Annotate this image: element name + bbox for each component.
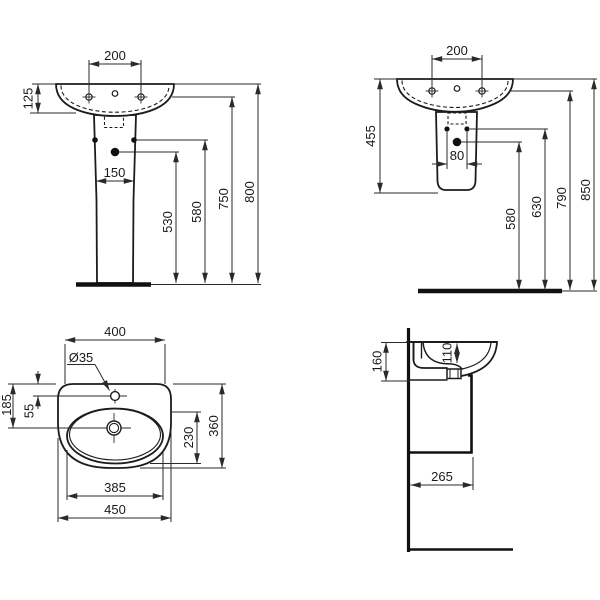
fixing-dot-right <box>131 137 137 143</box>
dim-label: 110 <box>440 343 455 364</box>
dim-wall-to-front: 265 <box>410 457 474 490</box>
dim-label: 80 <box>450 148 464 163</box>
dim-drain-dot-height: 530 <box>119 151 179 283</box>
dim-apron-height: 160 <box>370 342 410 382</box>
dim-tap-hole-spacing: 200 <box>88 48 142 91</box>
dim-tap-hole-spacing: 200 <box>431 43 483 85</box>
dim-overall-width: 450 <box>57 430 172 522</box>
tap-hole-left <box>82 90 96 104</box>
tap-hole-left <box>425 84 439 98</box>
dim-label: 150 <box>104 165 126 180</box>
dim-label: 185 <box>0 394 14 416</box>
dim-edge-to-tap-hole: 55 <box>22 371 41 418</box>
dim-bowl-inner-depth: 110 <box>440 343 460 364</box>
basin-side-profile <box>406 341 498 381</box>
fixing-dot-left <box>444 126 450 132</box>
front-view-with-pedestal: 200 125 150 530 580 750 <box>21 48 261 287</box>
fixing-dot-left <box>92 137 98 143</box>
side-view: 160 110 265 <box>370 328 513 552</box>
dim-front-to-drain: 185 <box>0 383 56 428</box>
bowl-inner-rim <box>68 408 162 461</box>
dim-total-height: 800 <box>174 83 261 283</box>
drain-dot <box>452 137 462 147</box>
dim-label: 230 <box>181 427 196 449</box>
dim-label: 200 <box>104 48 126 63</box>
overflow-hole <box>111 90 119 97</box>
basin-front-outline <box>396 78 514 113</box>
dim-label: 580 <box>503 208 518 230</box>
dim-label: 160 <box>370 351 385 373</box>
basin-inner-dashed-line <box>60 85 170 113</box>
dim-fixing-hole-spacing: 80 <box>432 132 482 169</box>
dim-label: 360 <box>206 415 221 437</box>
tap-hole <box>33 389 127 404</box>
dim-side-fixing-height: 580 <box>136 139 208 283</box>
dim-label: 850 <box>578 179 593 201</box>
dim-tap-level-height: 790 <box>511 90 573 290</box>
drain-dot <box>110 147 120 157</box>
dim-label: Ø35 <box>69 350 94 365</box>
dim-label: 400 <box>104 324 126 339</box>
dim-label: 125 <box>21 88 36 110</box>
dim-pedestal-fixing-width: 150 <box>96 165 134 184</box>
dim-drain-dot-height: 580 <box>461 141 522 290</box>
basin-front-outline <box>55 83 175 117</box>
dim-label: 55 <box>22 404 37 418</box>
plan-view: 400 Ø35 185 55 230 360 <box>0 324 226 522</box>
dim-fixing-level-height: 630 <box>470 128 548 290</box>
overflow-hole <box>453 85 461 92</box>
front-view-with-semipedestal: 200 455 80 580 630 <box>363 43 597 294</box>
dim-tap-level-height: 750 <box>172 96 235 283</box>
tap-hole-right <box>134 90 148 104</box>
dim-bowl-width: 385 <box>66 450 164 500</box>
dim-label: 455 <box>363 125 378 147</box>
tap-hole-diameter-callout: Ø35 <box>67 350 110 391</box>
fixing-dot-right <box>464 126 470 132</box>
dim-label: 265 <box>431 469 453 484</box>
dim-label: 385 <box>104 480 126 495</box>
dim-label: 450 <box>104 502 126 517</box>
drain-outlet <box>446 368 462 380</box>
dim-label: 790 <box>554 187 569 209</box>
dim-basin-semipedestal-height: 455 <box>363 78 438 194</box>
dim-rim-level-height: 850 <box>513 78 597 290</box>
dim-overall-depth: 360 <box>140 383 226 469</box>
drain-hole <box>8 413 131 443</box>
tap-hole-right <box>475 84 489 98</box>
dim-label: 580 <box>189 201 204 223</box>
semipedestal-side-profile <box>410 374 473 454</box>
dim-label: 800 <box>242 181 257 203</box>
fixing-hole-dashed <box>447 112 467 125</box>
dim-label: 200 <box>446 43 468 58</box>
dim-rim-height: 125 <box>21 83 76 114</box>
dim-label: 630 <box>529 196 544 218</box>
dim-label: 530 <box>160 211 175 233</box>
dim-label: 750 <box>216 188 231 210</box>
pedestal-outline <box>93 114 137 284</box>
dim-bowl-depth: 230 <box>150 411 201 464</box>
dim-top-width: 400 <box>64 324 166 384</box>
